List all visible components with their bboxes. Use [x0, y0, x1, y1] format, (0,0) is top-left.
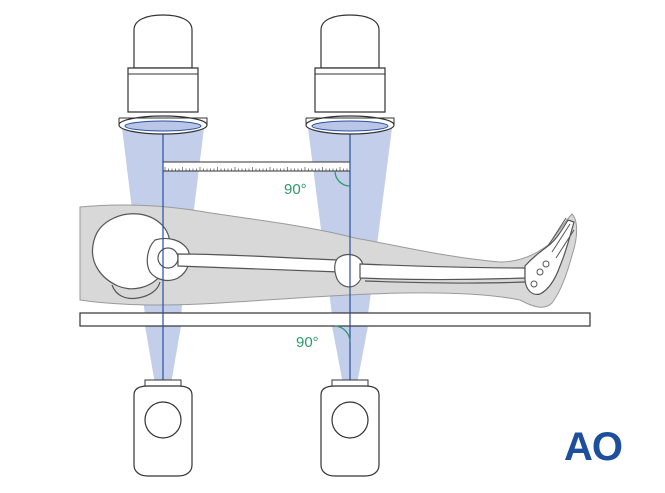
upper-angle-label: 90°	[284, 181, 307, 198]
knee	[334, 253, 364, 288]
fibula	[364, 280, 526, 284]
toe-bones	[530, 217, 575, 288]
ruler-ticks	[164, 167, 348, 171]
hip-joint	[157, 247, 179, 269]
body-silhouette	[79, 204, 578, 308]
ao-logo: AO	[564, 425, 622, 469]
right-image-receptor	[320, 379, 380, 477]
left-image-receptor	[133, 379, 193, 477]
left-xray-source	[118, 14, 208, 135]
operating-table	[79, 312, 591, 327]
jaw	[111, 281, 161, 300]
foot-bones	[524, 219, 575, 295]
right-xray-source	[305, 14, 395, 135]
radiopaque-ruler	[162, 161, 351, 172]
lower-angle-label: 90°	[296, 334, 319, 351]
lower-angle-arc	[334, 325, 351, 343]
upper-angle-arc	[334, 170, 351, 187]
